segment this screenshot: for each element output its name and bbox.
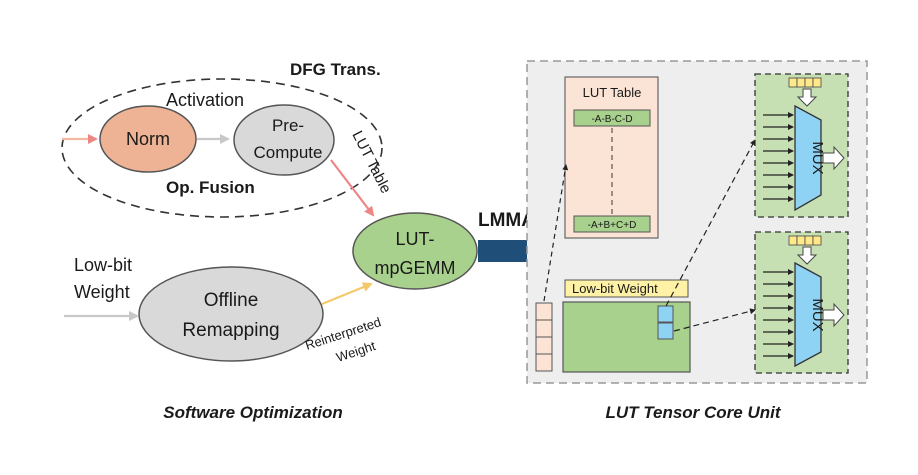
norm-label: Norm <box>126 129 170 149</box>
offline-remapping-label-line2: Remapping <box>182 320 279 341</box>
lut-entry-top: -A-B-C-D <box>591 114 632 125</box>
top-mux-block: MUX <box>754 73 849 218</box>
lowbit-weight-label-line2: Weight <box>74 282 130 302</box>
lowbit-weight-label-line1: Low-bit <box>74 255 132 275</box>
lmma-label: LMMA <box>478 210 535 231</box>
weight-to-bottom-mux-arrow <box>673 308 756 332</box>
lut-entry-bottom-box <box>573 215 651 233</box>
software-optimization-panel: DFG Trans. Activation Norm Pre- Compute … <box>61 60 478 422</box>
bottom-mux-label: MUX <box>809 298 826 331</box>
lut-entry-bottom: -A+B+C+D <box>588 220 637 231</box>
precompute-label-line2: Compute <box>254 143 323 162</box>
buffer-to-lut-dashed-arrow <box>543 164 569 302</box>
offline-remapping-label-line1: Offline <box>204 290 259 311</box>
lut-mpgemm-label-line1: LUT- <box>395 229 434 249</box>
top-mux-shape <box>794 104 822 212</box>
lut-mpgemm-label-line2: mpGEMM <box>375 258 456 278</box>
op-fusion-label: Op. Fusion <box>166 178 255 197</box>
lowbit-weight-tag-label: Low-bit Weight <box>572 281 658 296</box>
top-mux-label: MUX <box>809 141 826 174</box>
precompute-label-line1: Pre- <box>272 116 304 135</box>
hardware-caption: LUT Tensor Core Unit <box>605 403 781 422</box>
dfg-transform-region <box>61 78 383 218</box>
dfg-trans-label: DFG Trans. <box>290 60 381 79</box>
weight-cell-top <box>657 305 674 323</box>
software-caption: Software Optimization <box>163 403 342 422</box>
lut-entry-top-box <box>573 109 651 127</box>
precompute-node <box>233 104 335 176</box>
activation-buffer <box>535 302 553 372</box>
weight-to-top-mux-arrow <box>665 139 756 307</box>
bottom-mux-block: MUX <box>754 231 849 374</box>
lut-table-title: LUT Table <box>583 85 642 100</box>
lowbit-weight-tag <box>564 279 689 298</box>
lut-table-arrow <box>330 159 375 217</box>
top-mux-output-arrow <box>822 145 845 171</box>
reinterpreted-weight-arrow <box>321 282 373 306</box>
norm-node <box>99 105 197 173</box>
offline-remapping-node <box>138 266 324 362</box>
bottom-mux-output-arrow <box>822 302 845 328</box>
lut-mpgemm-node <box>352 212 478 290</box>
weight-cell-bottom <box>657 322 674 340</box>
lut-tensor-core-unit: LUT Table -A-B-C-D -A+B+C+D Low-bit Weig… <box>526 60 868 422</box>
bottom-mux-shape <box>794 261 822 368</box>
activation-label: Activation <box>166 90 244 110</box>
